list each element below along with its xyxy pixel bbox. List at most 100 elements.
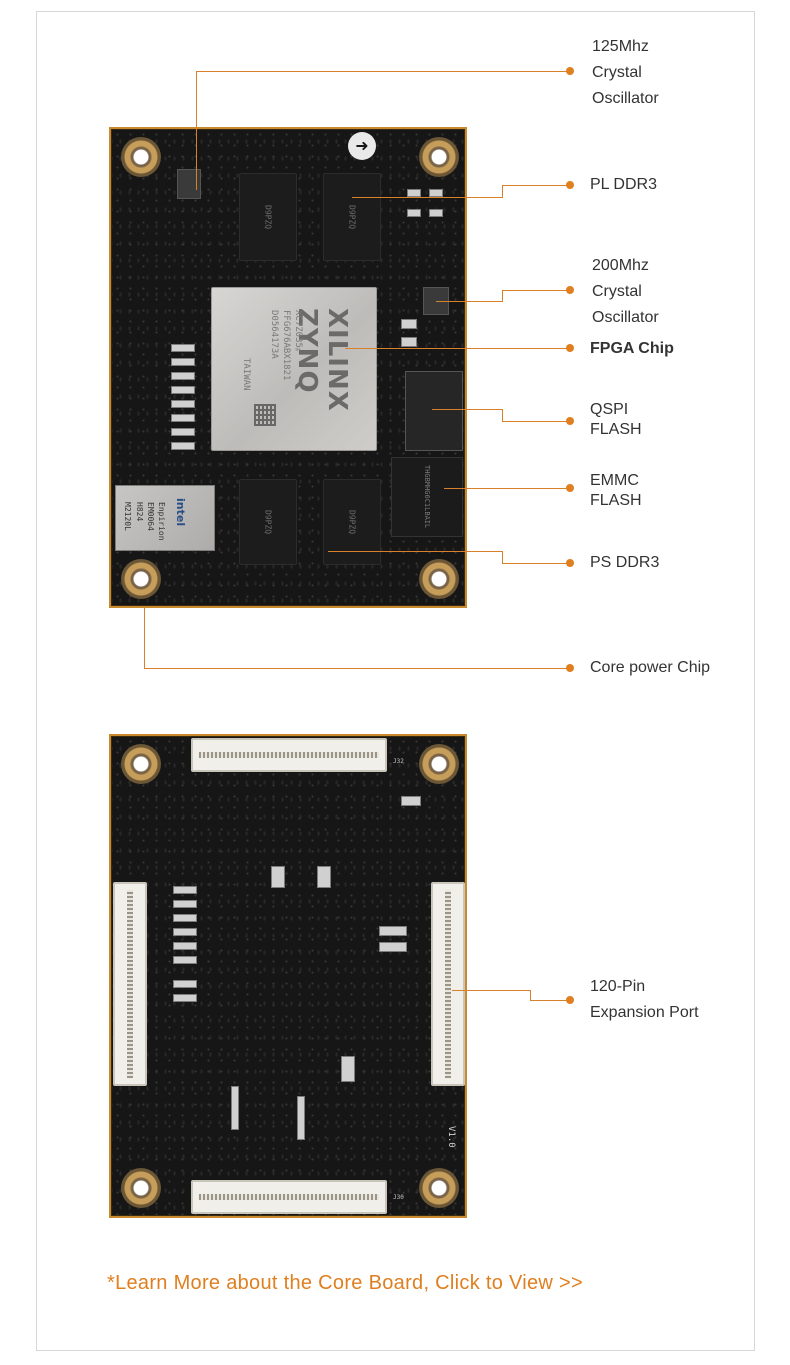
dram-marking: D9PZQ (347, 509, 357, 535)
capacitor (171, 372, 195, 380)
leader-line (196, 71, 570, 72)
mounting-hole (419, 744, 459, 784)
callout-dot (566, 559, 574, 567)
qspi-flash-chip (405, 371, 463, 451)
capacitor (429, 209, 443, 217)
capacitor (401, 319, 417, 329)
pcb-texture (111, 736, 465, 1216)
capacitor (173, 942, 197, 950)
capacitor (173, 900, 197, 908)
leader-line (502, 421, 570, 422)
callout-dot (566, 344, 574, 352)
mounting-hole (121, 137, 161, 177)
leader-line (144, 606, 145, 668)
callout-core-power-chip: Core power Chip (590, 659, 711, 676)
capacitor (173, 980, 197, 988)
mounting-hole (121, 744, 161, 784)
connector-designator: J30 (393, 1194, 404, 1201)
ps-ddr3-chip-1: D9PZQ (239, 479, 297, 565)
pl-ddr3-chip-2: D9PZQ (323, 173, 381, 261)
capacitor (379, 926, 407, 936)
capacitor (171, 358, 195, 366)
capacitor (407, 189, 421, 197)
leader-line (502, 409, 503, 421)
callout-ps-ddr3: PS DDR3 (590, 554, 660, 571)
leader-line (502, 290, 570, 291)
intel-part-marking: Enpirion EM0064 H824 (135, 502, 166, 541)
callout-crystal-125mhz: 125Mhz Crystal Oscillator (592, 38, 659, 107)
mounting-hole (419, 1168, 459, 1208)
capacitor (171, 442, 195, 450)
capacitor (407, 209, 421, 217)
orientation-arrow-icon: ➜ (348, 132, 376, 160)
dram-marking: D9PZQ (347, 204, 357, 230)
capacitor (173, 914, 197, 922)
capacitor (173, 956, 197, 964)
leader-line (144, 668, 570, 669)
callout-qspi-flash: QSPI FLASH (590, 401, 642, 438)
capacitor (171, 428, 195, 436)
qr-code (254, 404, 276, 426)
leader-line (444, 488, 570, 489)
fpga-chip: XILINX ZYNQ XC7Z035™ FFG676ABX1821 D0564… (211, 287, 377, 451)
capacitor (317, 866, 331, 888)
intel-part-number: M2120L (123, 502, 132, 531)
core-board-bottom-image: J32 J30 (109, 734, 467, 1218)
capacitor (173, 994, 197, 1002)
leader-line (502, 290, 503, 302)
leader-line (436, 301, 502, 302)
resistor-array (297, 1096, 305, 1140)
leader-line (432, 409, 502, 410)
callout-dot (566, 286, 574, 294)
mounting-hole (121, 559, 161, 599)
intel-logo: intel (174, 498, 187, 527)
capacitor (171, 344, 195, 352)
callout-dot (566, 664, 574, 672)
leader-line (502, 185, 570, 186)
connector-designator: J32 (393, 758, 404, 765)
mounting-hole (121, 1168, 161, 1208)
capacitor (429, 189, 443, 197)
leader-line (196, 71, 197, 190)
learn-more-link[interactable]: *Learn More about the Core Board, Click … (107, 1272, 583, 1294)
fpga-origin-marking: TAIWAN (241, 358, 251, 391)
callout-pl-ddr3: PL DDR3 (590, 176, 657, 193)
leader-line (530, 1000, 570, 1001)
expansion-connector-bottom (191, 1180, 387, 1214)
core-board-top-image: D9PZQ D9PZQ XILINX ZYNQ XC7Z035™ FFG676A… (109, 127, 467, 608)
capacitor (171, 400, 195, 408)
capacitor (341, 1056, 355, 1082)
leader-line (502, 185, 503, 198)
ps-ddr3-chip-2: D9PZQ (323, 479, 381, 565)
crystal-125mhz (177, 169, 201, 199)
expansion-connector-top (191, 738, 387, 772)
callout-dot (566, 996, 574, 1004)
pl-ddr3-chip-1: D9PZQ (239, 173, 297, 261)
mounting-hole (419, 559, 459, 599)
leader-line (345, 348, 570, 349)
resistor-array (231, 1086, 239, 1130)
leader-line (530, 990, 531, 1000)
capacitor (271, 866, 285, 888)
dram-marking: D9PZQ (263, 509, 273, 535)
fpga-part-marking: XC7Z035™ FFG676ABX1821 D0564173A (269, 310, 303, 381)
leader-line (502, 563, 570, 564)
callout-dot (566, 181, 574, 189)
capacitor (173, 928, 197, 936)
mounting-hole (419, 137, 459, 177)
callout-fpga-chip: FPGA Chip (590, 340, 674, 357)
capacitor (401, 337, 417, 347)
emmc-flash-chip: THGBMHG6C1LBAIL (391, 457, 463, 537)
callout-dot (566, 417, 574, 425)
callout-dot (566, 484, 574, 492)
capacitor (171, 414, 195, 422)
expansion-connector-right (431, 882, 465, 1086)
capacitor (171, 386, 195, 394)
callout-crystal-200mhz: 200Mhz Crystal Oscillator (592, 257, 659, 326)
expansion-connector-left (113, 882, 147, 1086)
capacitor (401, 796, 421, 806)
callout-dot (566, 67, 574, 75)
leader-line (452, 990, 530, 991)
capacitor (173, 886, 197, 894)
dram-marking: D9PZQ (263, 204, 273, 230)
